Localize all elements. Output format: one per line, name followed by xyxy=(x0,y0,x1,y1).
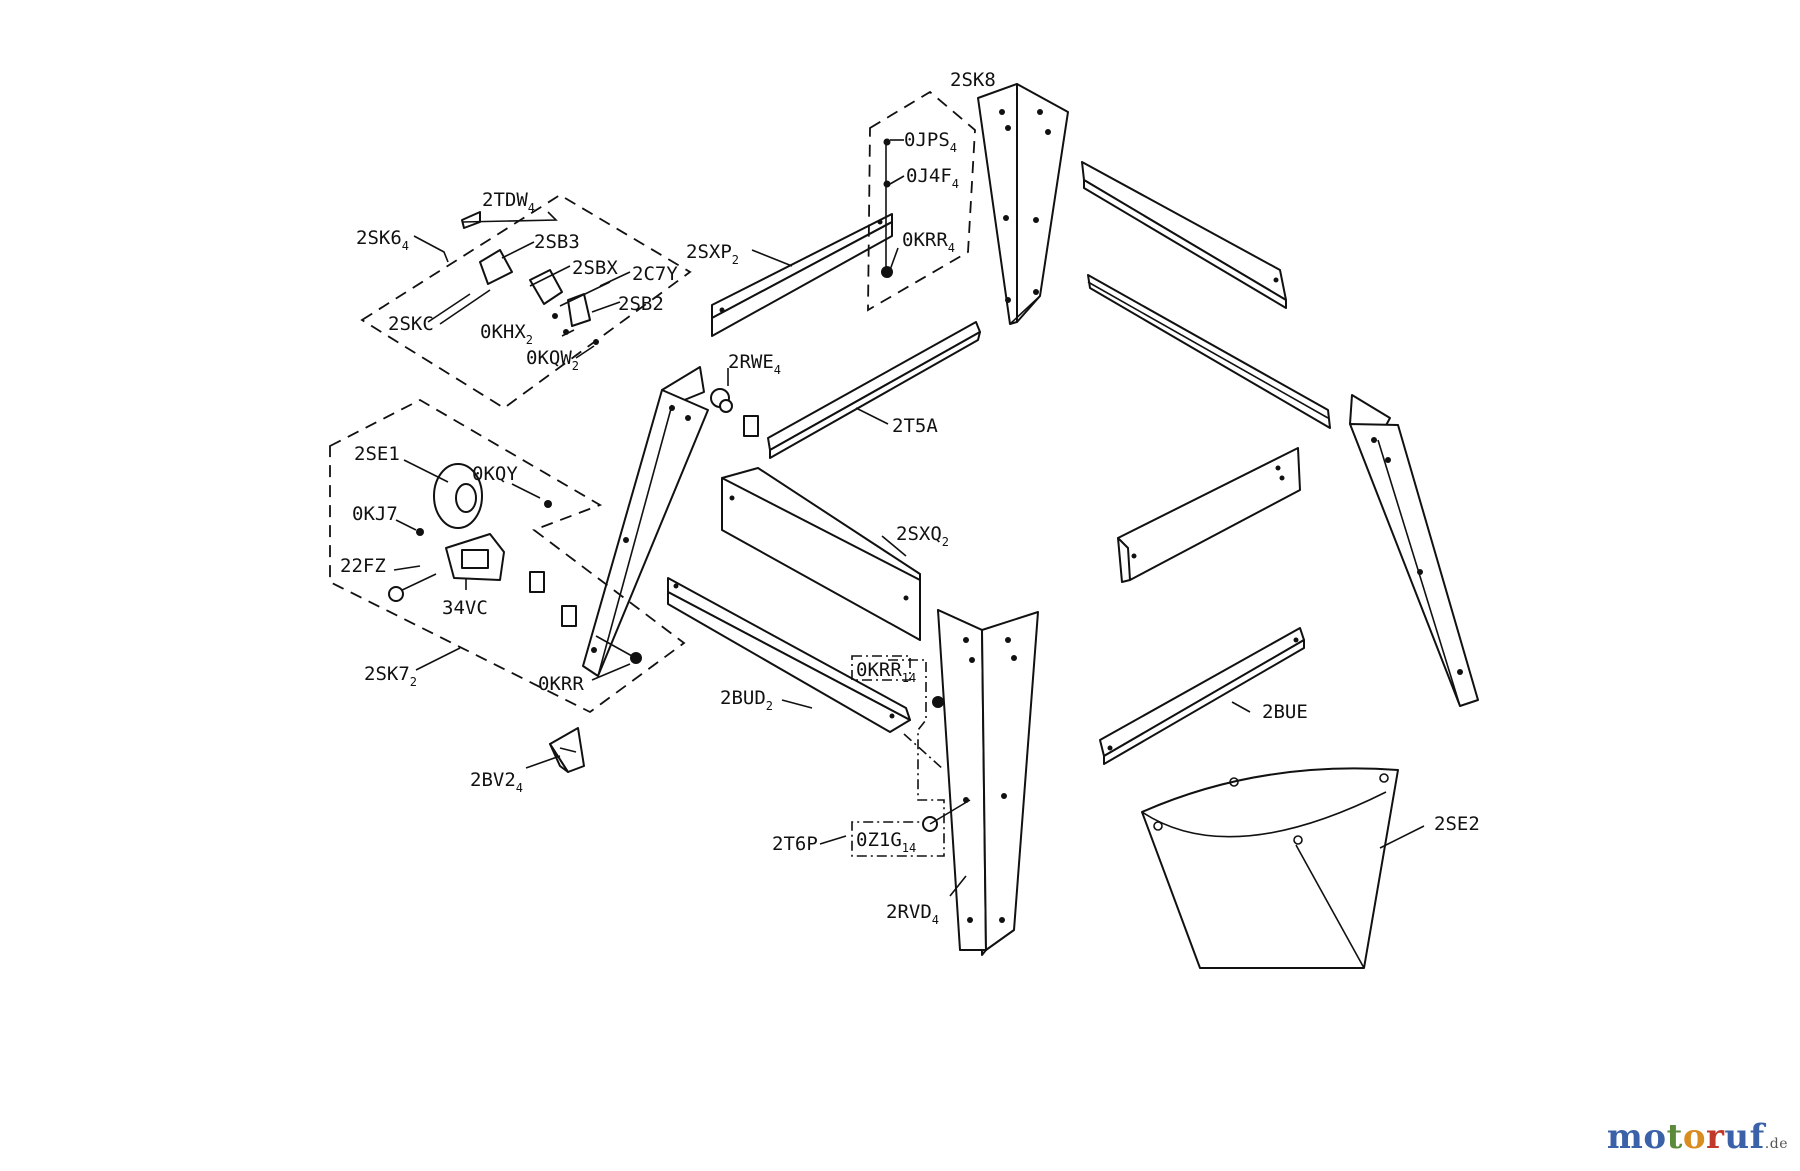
rail-2sxq xyxy=(721,467,921,641)
kit-2sk8-hardware xyxy=(867,90,976,312)
label-2c7y: 2C7Y xyxy=(632,263,678,285)
label-2tdw: 2TDW4 xyxy=(482,189,535,215)
rail-back-upper xyxy=(1081,161,1287,309)
label-2sk8: 2SK8 xyxy=(950,69,996,91)
hardware-2rwe xyxy=(710,388,759,437)
foot-2bv2 xyxy=(549,727,585,773)
rail-2bud xyxy=(667,577,911,733)
leg-front xyxy=(937,609,1039,956)
label-2sb3: 2SB3 xyxy=(534,231,580,253)
kit-2sk6 xyxy=(360,193,692,410)
label-2se1: 2SE1 xyxy=(354,443,400,465)
tray-2se2 xyxy=(1141,767,1399,969)
label-2t5a: 2T5A xyxy=(892,415,938,437)
leader-lines xyxy=(393,139,1425,897)
rail-2t5a xyxy=(767,321,981,459)
label-2sb2: 2SB2 xyxy=(618,293,664,315)
rail-right-mid xyxy=(1117,447,1301,583)
label-0jps: 0JPS4 xyxy=(904,129,957,155)
label-0z1g: 0Z1G14 xyxy=(856,829,916,855)
watermark-letter-3: t xyxy=(1666,1117,1683,1157)
label-2bud: 2BUD2 xyxy=(720,687,773,713)
label-22fz: 22FZ xyxy=(340,555,386,577)
label-2skc: 2SKC xyxy=(388,313,434,335)
part-labels: 2SK8 0JPS4 0J4F4 0KRR4 2SXP2 2TDW4 2SK64… xyxy=(340,69,1480,927)
label-2sk6: 2SK64 xyxy=(356,227,409,253)
watermark-letter-5: r xyxy=(1706,1117,1725,1157)
label-0krr-top: 0KRR4 xyxy=(902,229,955,255)
label-2se2: 2SE2 xyxy=(1434,813,1480,835)
rail-2bue xyxy=(1099,627,1305,765)
watermark-letter-7: f xyxy=(1749,1117,1765,1157)
label-0krr-low: 0KRR14 xyxy=(856,659,916,685)
label-0kqw: 0KQW2 xyxy=(526,347,579,373)
label-0j4f: 0J4F4 xyxy=(906,165,959,191)
watermark-letter-6: u xyxy=(1724,1117,1750,1157)
label-0khx: 0KHX2 xyxy=(480,321,533,347)
leg-right xyxy=(1349,394,1479,707)
rail-back-lower xyxy=(1087,274,1331,429)
rail-2sxp xyxy=(711,213,893,337)
watermark-logo: motoruf.de xyxy=(1607,1117,1788,1157)
label-2rvd: 2RVD4 xyxy=(886,901,939,927)
label-2t6p: 2T6P xyxy=(772,833,818,855)
label-0krr-mid: 0KRR xyxy=(538,673,584,695)
label-2sxp: 2SXP2 xyxy=(686,241,739,267)
label-0kj7: 0KJ7 xyxy=(352,503,398,525)
label-2sxq: 2SXQ2 xyxy=(896,523,949,549)
watermark-letter-1: m xyxy=(1606,1117,1644,1157)
label-0kqy: 0KQY xyxy=(472,463,518,485)
label-34vc: 34VC xyxy=(442,597,488,619)
leg-back xyxy=(977,83,1069,325)
label-2sk7: 2SK72 xyxy=(364,663,417,689)
label-2bue: 2BUE xyxy=(1262,701,1308,723)
label-2sbx: 2SBX xyxy=(572,257,618,279)
watermark-letter-4: o xyxy=(1682,1117,1706,1157)
kit-2sk7 xyxy=(329,398,686,714)
label-2rwe: 2RWE4 xyxy=(728,351,781,377)
kit-2t6p xyxy=(851,655,971,857)
label-2bv2: 2BV24 xyxy=(470,769,523,795)
watermark-letter-2: o xyxy=(1643,1117,1667,1157)
leg-left xyxy=(582,366,709,677)
watermark-suffix: .de xyxy=(1764,1136,1788,1152)
